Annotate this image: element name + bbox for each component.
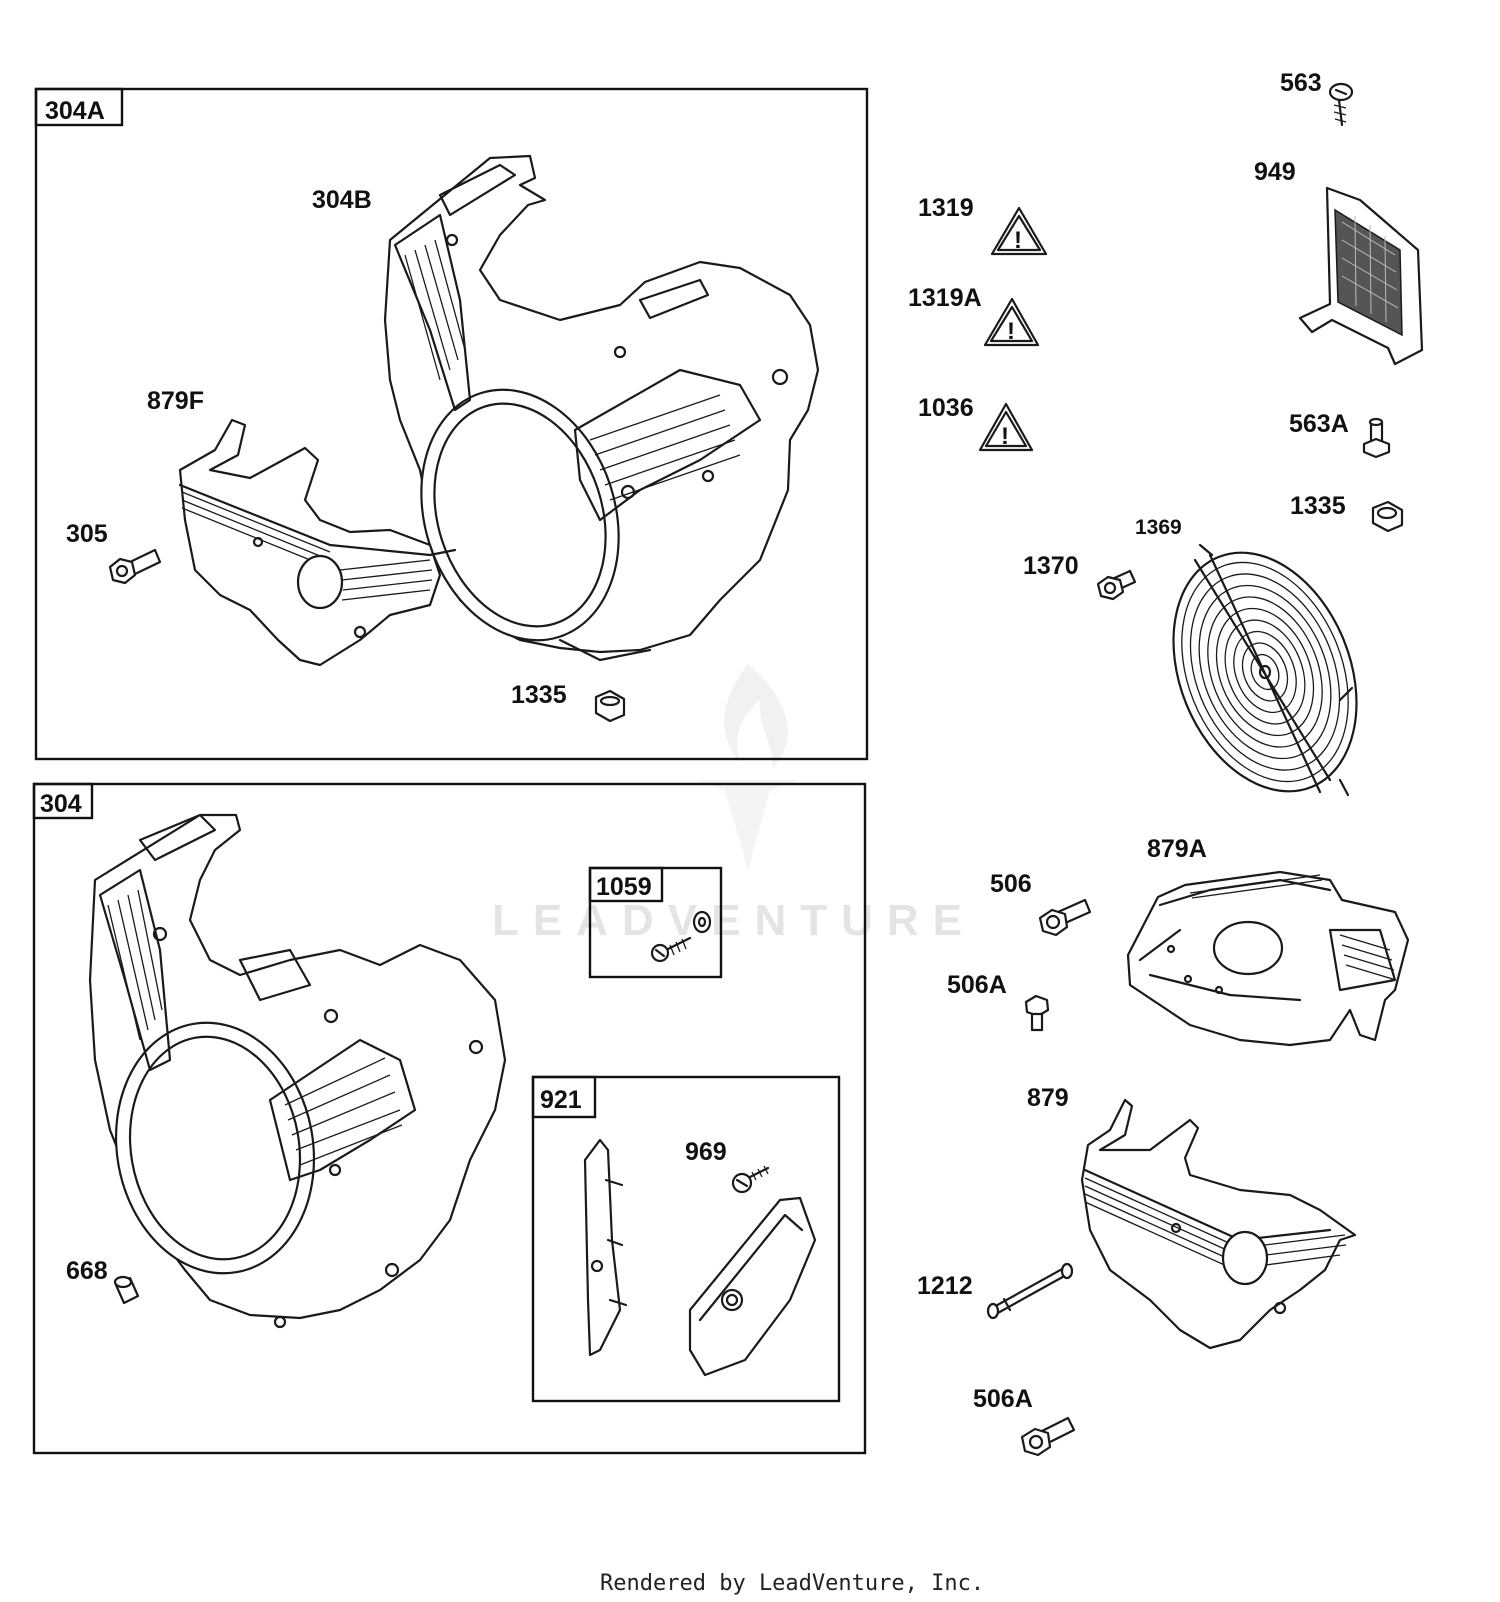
warning-icon: !: [1014, 227, 1022, 254]
label-506A-top: 506A: [947, 971, 1007, 999]
label-1212: 1212: [917, 1272, 973, 1300]
group-304A-label: 304A: [45, 97, 105, 125]
label-1370: 1370: [1023, 552, 1079, 580]
group-921-label: 921: [540, 1086, 582, 1114]
group-1059-box: 1059: [588, 866, 723, 979]
label-1335-box: 1335: [511, 681, 567, 709]
label-1319: 1319: [918, 194, 974, 222]
part-1369-fan-guard[interactable]: [1140, 525, 1391, 819]
group-304-box: 304: [32, 782, 867, 1455]
part-563A-screw[interactable]: [1362, 417, 1391, 459]
part-305-bolt[interactable]: [108, 548, 162, 585]
label-506A-bottom: 506A: [973, 1385, 1033, 1413]
label-1319A: 1319A: [908, 284, 982, 312]
group-921-box: 921: [531, 1075, 841, 1403]
label-1335: 1335: [1290, 492, 1346, 520]
part-1059-screw[interactable]: [650, 910, 712, 963]
watermark-text: LEADVENTURE: [492, 896, 976, 945]
part-506A-bolt-top[interactable]: [1024, 994, 1050, 1032]
part-879A-cover[interactable]: [1126, 870, 1410, 1047]
part-1319-warning-decal[interactable]: !: [990, 206, 1048, 256]
part-921-cover[interactable]: [688, 1196, 817, 1377]
warning-icon: !: [1007, 318, 1015, 345]
label-879F: 879F: [147, 387, 204, 415]
group-304-label: 304: [40, 790, 82, 818]
label-1369: 1369: [1135, 516, 1182, 539]
part-879F-cover[interactable]: [178, 418, 457, 667]
part-1370-bolt[interactable]: [1096, 569, 1137, 601]
part-969-screw[interactable]: [731, 1165, 770, 1194]
group-1059-label: 1059: [596, 873, 652, 901]
label-1036: 1036: [918, 394, 974, 422]
part-1335-nut[interactable]: [1371, 500, 1404, 533]
part-668-sleeve[interactable]: [113, 1275, 140, 1305]
part-879-cover[interactable]: [1080, 1098, 1357, 1350]
part-563-screw[interactable]: [1328, 82, 1354, 127]
part-1036-warning-decal[interactable]: !: [978, 402, 1034, 452]
part-506A-bolt-bottom[interactable]: [1020, 1416, 1076, 1457]
part-1335-nut-box[interactable]: [594, 689, 626, 723]
label-949: 949: [1254, 158, 1296, 186]
warning-icon: !: [1001, 423, 1009, 450]
part-304-blower-housing[interactable]: [88, 813, 507, 1329]
label-879A: 879A: [1147, 835, 1207, 863]
part-304B-blower-housing[interactable]: [383, 154, 820, 666]
label-305: 305: [66, 520, 108, 548]
label-506: 506: [990, 870, 1032, 898]
label-969: 969: [685, 1138, 727, 1166]
label-563A: 563A: [1289, 410, 1349, 438]
part-1319A-warning-decal[interactable]: !: [983, 297, 1040, 347]
label-879: 879: [1027, 1084, 1069, 1112]
part-949-screen[interactable]: [1298, 186, 1424, 366]
label-668: 668: [66, 1257, 108, 1285]
label-563: 563: [1280, 69, 1322, 97]
footer-credit: Rendered by LeadVenture, Inc.: [600, 1571, 984, 1596]
label-304B: 304B: [312, 186, 372, 214]
part-1212-stud[interactable]: [986, 1262, 1074, 1320]
part-921-baffle[interactable]: [583, 1138, 628, 1357]
watermark-logo: [692, 664, 800, 870]
part-506-bolt[interactable]: [1038, 898, 1092, 937]
group-304A-box: 304A: [34, 87, 869, 761]
